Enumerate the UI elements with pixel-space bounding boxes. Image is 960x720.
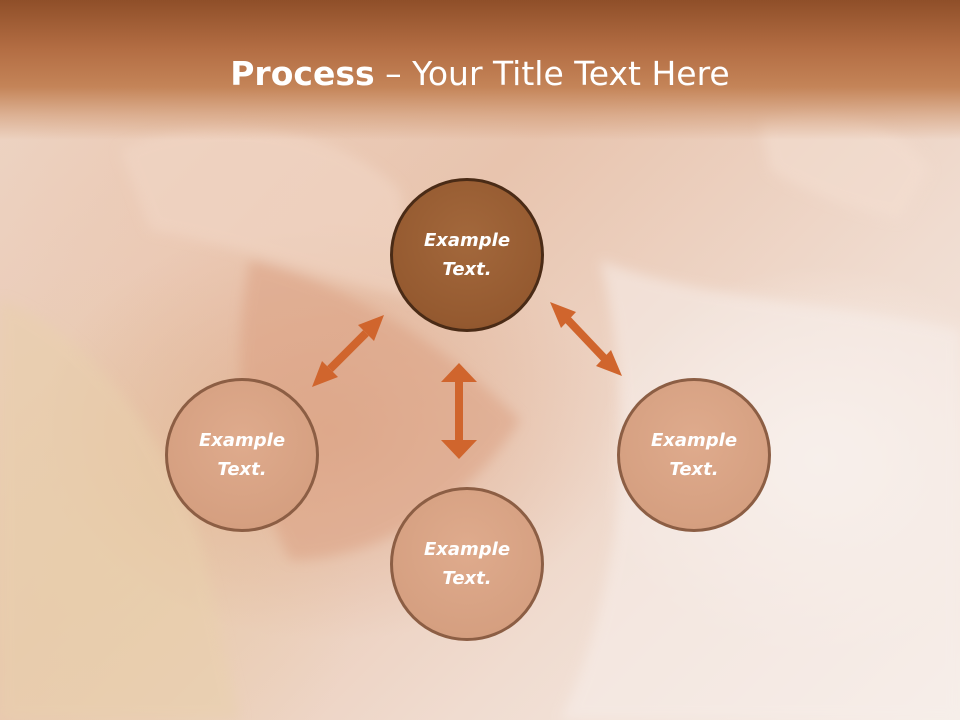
- process-node-left: Example Text.: [165, 378, 319, 532]
- process-node-bottom: Example Text.: [390, 487, 544, 641]
- process-node-left-label: Example Text.: [198, 430, 286, 480]
- slide-title: Process – Your Title Text Here: [0, 52, 960, 96]
- arrow-down-right: [550, 302, 622, 376]
- arrow-vertical: [441, 363, 477, 459]
- arrow-up-left: [312, 315, 384, 387]
- title-rest: – Your Title Text Here: [374, 54, 730, 93]
- title-bar: Process – Your Title Text Here: [0, 0, 960, 140]
- process-node-right: Example Text.: [617, 378, 771, 532]
- process-node-top-label: Example Text.: [423, 230, 511, 280]
- process-node-bottom-label: Example Text.: [423, 539, 511, 589]
- title-bold: Process: [230, 54, 375, 93]
- process-node-top: Example Text.: [390, 178, 544, 332]
- process-node-right-label: Example Text.: [650, 430, 738, 480]
